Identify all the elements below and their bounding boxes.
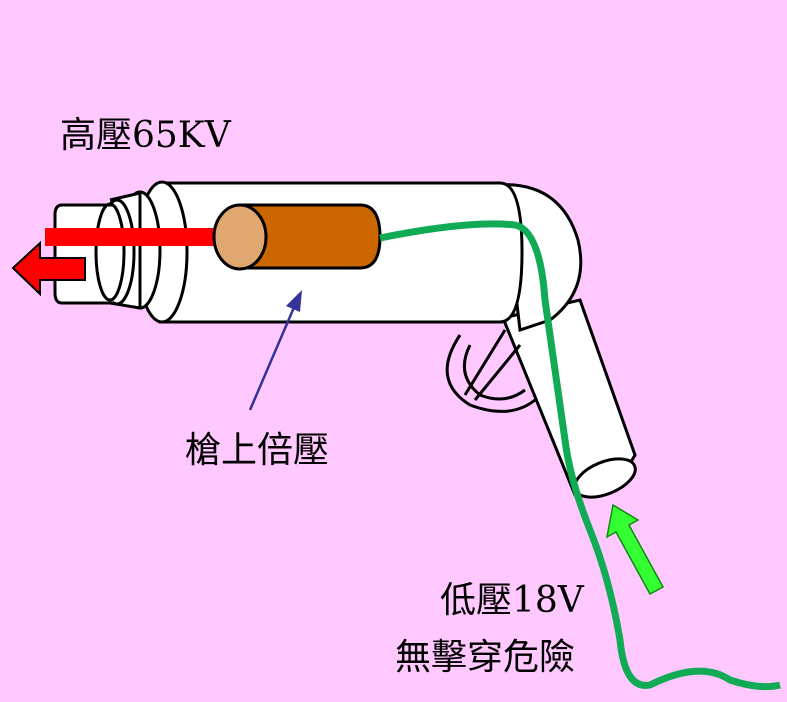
low-voltage-wire <box>379 220 781 691</box>
trigger <box>463 329 522 401</box>
multiplier-label: 槍上倍壓 <box>185 430 330 471</box>
input-arrow <box>605 503 665 596</box>
pointer-arrow-head <box>286 290 302 312</box>
nozzle-tip <box>94 202 126 302</box>
low-voltage-label: 低壓18V <box>440 580 584 621</box>
nozzle <box>53 203 113 305</box>
high-voltage-label: 高壓65KV <box>60 115 231 156</box>
no-breakdown-label: 無擊穿危險 <box>395 637 576 678</box>
pointer-arrow-line <box>248 304 297 411</box>
multiplier-cap <box>212 203 268 271</box>
output-arrow <box>11 240 86 297</box>
output-bar <box>45 228 220 246</box>
